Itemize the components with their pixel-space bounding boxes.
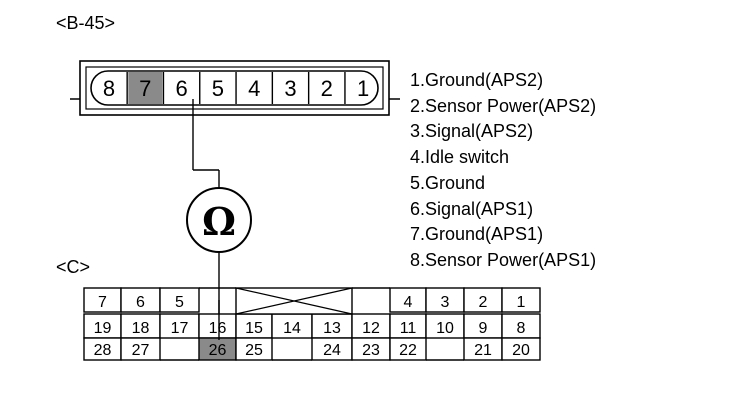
b45-pin-6: 6 (162, 72, 188, 104)
c-pin-label: 19 (94, 320, 112, 337)
c-pin-label: 5 (175, 294, 184, 311)
c-pin-label: 16 (209, 320, 227, 337)
c-pin-8: 8 (501, 313, 541, 339)
legend-item: 7.Ground(APS1) (410, 224, 544, 245)
c-pin-12: 12 (351, 313, 391, 339)
connector-b45-label: <B-45> (56, 13, 115, 33)
c-pin-label: 13 (323, 320, 341, 337)
c-pin-label: 21 (474, 342, 492, 359)
c-pin-2: 2 (463, 287, 503, 313)
c-pin-label: 17 (171, 320, 189, 337)
c-pin-label: 6 (136, 294, 145, 311)
b45-pin-label: 5 (212, 76, 224, 101)
c-pin-17: 17 (159, 313, 200, 339)
c-pin-4: 4 (389, 287, 427, 313)
c-pin-3: 3 (425, 287, 465, 313)
c-pin-label: 14 (283, 320, 301, 337)
legend-item: 4.Idle switch (410, 147, 510, 168)
c-pin-13: 13 (311, 313, 353, 339)
c-pin-24: 24 (311, 337, 353, 361)
c-pin-label: 11 (400, 320, 417, 337)
c-pin-9: 9 (463, 313, 503, 339)
c-pin-label: 18 (132, 320, 150, 337)
c-pin-label: 28 (94, 342, 112, 359)
pin-legend: 1.Ground(APS2) 2.Sensor Power(APS2) 3.Sign… (410, 68, 596, 274)
b45-pin-label: 2 (321, 76, 333, 101)
b45-pin-2: 2 (307, 72, 333, 104)
c-pin-11: 11 (389, 313, 427, 339)
b45-pin-label: 4 (248, 76, 260, 101)
c-pin-16: 16 (198, 313, 237, 339)
c-pin-27: 27 (120, 337, 161, 361)
c-pin-label: 10 (436, 320, 454, 337)
c-pin-label: 7 (98, 294, 107, 311)
c-pin-26: 26 (198, 337, 237, 361)
c-pin-label: 26 (209, 342, 227, 359)
c-pin-label: 8 (517, 320, 526, 337)
c-pin-7: 7 (83, 287, 122, 313)
c-pin-28: 28 (83, 337, 122, 361)
c-pin-23: 23 (351, 337, 391, 361)
b45-pin-5: 5 (199, 72, 224, 104)
b45-pin-label: 8 (103, 76, 115, 101)
c-pin-6: 6 (120, 287, 161, 313)
c-pin-label: 12 (362, 320, 380, 337)
c-pin-label: 9 (479, 320, 488, 337)
c-pin-label: 20 (512, 342, 530, 359)
c-pin-25: 25 (235, 337, 273, 361)
c-pin-20: 20 (501, 337, 541, 361)
legend-item: 1.Ground(APS2) (410, 70, 544, 90)
c-pin-label: 24 (323, 342, 341, 359)
c-pin-14: 14 (271, 313, 313, 339)
blanked-cavities (235, 287, 353, 315)
c-pin-label: 4 (404, 294, 413, 311)
b45-pin-label: 1 (357, 76, 369, 101)
c-pin-label: 22 (399, 342, 417, 359)
legend-item: 3.Signal(APS2) (410, 121, 534, 142)
c-pin-10: 10 (425, 313, 465, 339)
legend-item: 5.Ground (410, 172, 486, 193)
ohmmeter: Ω (186, 187, 252, 253)
b45-pin-label: 6 (175, 76, 187, 101)
c-pin-label: 15 (245, 320, 263, 337)
c-pin-label: 25 (245, 342, 263, 359)
c-pin-label: 23 (362, 342, 380, 359)
c-pin-label: 2 (479, 294, 488, 311)
c-pin-21: 21 (463, 337, 503, 361)
legend-item: 8.Sensor Power(APS1) (410, 249, 597, 270)
b45-pin-4: 4 (235, 72, 260, 104)
c-pin-18: 18 (120, 313, 161, 339)
c-pin-1: 1 (501, 287, 541, 313)
c-pin-5: 5 (159, 287, 200, 313)
b45-pin-7: 7 (126, 72, 163, 104)
c-pin-19: 19 (83, 313, 122, 339)
c-pin-22: 22 (389, 337, 427, 361)
ohm-symbol: Ω (202, 199, 236, 244)
c-pin-15: 15 (235, 313, 273, 339)
c-pin-label: 3 (441, 294, 450, 311)
c-pin-label: 1 (517, 294, 526, 311)
b45-pin-1: 1 (344, 72, 369, 104)
legend-item: 6.Signal(APS1) (410, 198, 534, 219)
b45-pin-label: 3 (284, 76, 296, 101)
b45-pin-label: 7 (139, 76, 151, 101)
b45-pin-8: 8 (103, 76, 115, 101)
legend-item: 2.Sensor Power(APS2) (410, 95, 597, 116)
c-pin-label: 27 (132, 342, 150, 359)
connector-c-label: <C> (56, 257, 90, 277)
b45-pin-3: 3 (271, 72, 297, 104)
